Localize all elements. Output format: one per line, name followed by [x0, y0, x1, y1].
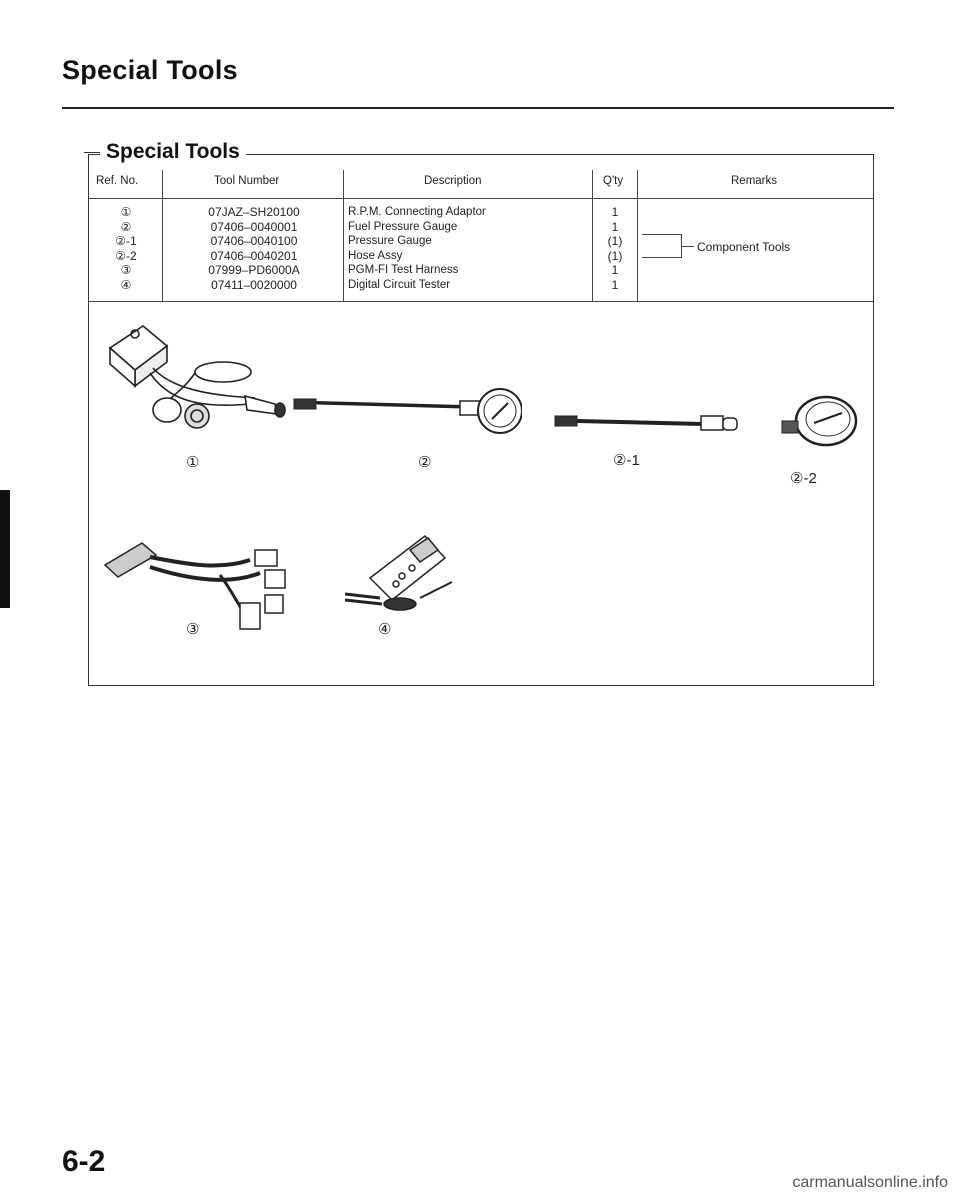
remarks-bracket — [642, 234, 682, 258]
column-tool-number: 07JAZ–SH20100 07406–0040001 07406–004010… — [186, 205, 322, 292]
table-cell: 07JAZ–SH20100 — [208, 205, 300, 219]
col-divider-1 — [162, 170, 163, 301]
table-cell: Digital Circuit Tester — [348, 278, 451, 291]
caption-item-2-1: ②-1 — [613, 452, 640, 469]
table-cell: Fuel Pressure Gauge — [348, 220, 458, 233]
title-rule — [62, 107, 894, 109]
fuel-pressure-gauge-illustration — [293, 388, 522, 434]
caption-item-2-2: ②-2 — [790, 470, 817, 487]
digital-circuit-tester-illustration — [344, 534, 453, 611]
col-divider-2 — [343, 170, 344, 301]
table-cell: 1 — [611, 263, 619, 277]
box-caption: Special Tools — [100, 140, 246, 164]
remarks-leader-line — [682, 246, 694, 247]
page-number: 6-2 — [62, 1145, 106, 1178]
header-tool-number: Tool Number — [214, 175, 280, 187]
table-cell: 07411–0020000 — [211, 277, 297, 292]
caption-item-1: ① — [186, 454, 200, 471]
table-cell: 07406–0040001 — [210, 219, 298, 234]
table-cell: 07406–0040100 — [210, 234, 298, 248]
table-cell: (1) — [607, 234, 623, 248]
column-description: R.P.M. Connecting Adaptor Fuel Pressure … — [348, 205, 588, 292]
page-title: Special Tools — [62, 55, 238, 85]
watermark: carmanualsonline.info — [792, 1174, 948, 1191]
table-cell: ②-1 — [115, 234, 137, 248]
column-qty: 1 1 (1) (1) 1 1 — [595, 205, 635, 292]
hose-assy-illustration — [554, 415, 738, 431]
table-cell: ③ — [120, 263, 132, 277]
table-cell: 07999–PD6000A — [208, 263, 300, 277]
table-cell: PGM-FI Test Harness — [348, 264, 459, 276]
table-cell: 07406–0040201 — [210, 248, 298, 263]
special-tools-box — [88, 154, 874, 686]
frame-corner — [84, 152, 102, 153]
header-qty: Q'ty — [603, 175, 624, 187]
caption-item-3: ③ — [186, 621, 200, 638]
pressure-gauge-illustration — [781, 395, 858, 447]
table-cell: 1 — [611, 277, 619, 292]
header-description: Description — [424, 175, 482, 187]
table-cell: R.P.M. Connecting Adaptor — [348, 206, 486, 218]
table-cell: 1 — [611, 205, 619, 219]
table-bottom-rule — [88, 301, 874, 302]
header-divider — [88, 198, 874, 199]
header-ref-no: Ref. No. — [96, 175, 139, 187]
table-cell: 1 — [611, 219, 619, 234]
table-cell: ① — [120, 205, 132, 219]
caption-item-4: ④ — [378, 621, 392, 638]
header-remarks: Remarks — [731, 175, 778, 187]
column-ref-no: ① ② ②-1 ②-2 ③ ④ — [98, 205, 154, 292]
table-cell: ④ — [120, 277, 132, 292]
pgm-fi-test-harness-illustration — [103, 542, 286, 630]
table-cell: ② — [120, 219, 132, 234]
table-cell: ②-2 — [115, 248, 137, 263]
table-cell: (1) — [607, 248, 623, 263]
caption-item-2: ② — [418, 454, 432, 471]
remark-component-tools: Component Tools — [697, 240, 791, 254]
table-cell: Pressure Gauge — [348, 235, 432, 247]
section-tab-marker — [0, 490, 10, 608]
table-cell: Hose Assy — [348, 249, 403, 262]
rpm-adaptor-illustration — [108, 325, 286, 429]
col-divider-3 — [592, 170, 593, 301]
col-divider-4 — [637, 170, 638, 301]
